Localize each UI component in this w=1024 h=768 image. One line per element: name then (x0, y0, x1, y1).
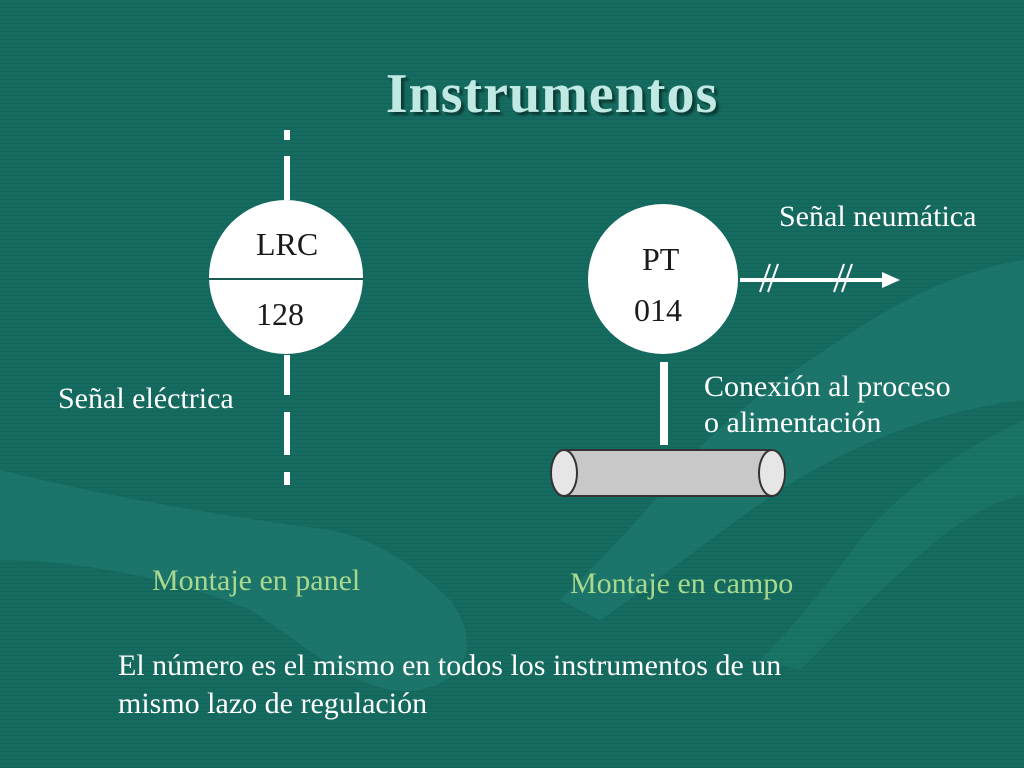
process-pipe (550, 449, 786, 497)
loop-number-note-line2: mismo lazo de regulación (118, 687, 428, 721)
pneumatic-signal-label: Señal neumática (779, 200, 977, 233)
field-mount-caption: Montaje en campo (570, 567, 794, 600)
field-instrument-bubble (588, 204, 738, 354)
panel-instrument-tag: LRC (256, 226, 319, 262)
process-connection-label-line1: Conexión al proceso (704, 370, 951, 403)
process-connection-label: Conexión al proceso o alimentación (704, 369, 951, 441)
loop-number-note-line1: El número es el mismo en todos los instr… (118, 649, 782, 682)
field-instrument-tag: PT (642, 241, 680, 277)
process-connection-label-line2: o alimentación (704, 406, 882, 439)
panel-instrument-number: 128 (256, 296, 304, 332)
field-instrument-number: 014 (634, 292, 682, 328)
slide-title: Instrumentos (385, 63, 719, 125)
loop-number-note: El número es el mismo en todos los instr… (118, 647, 978, 723)
pneumatic-signal-arrow (740, 263, 900, 293)
electric-signal-label: Señal eléctrica (58, 382, 234, 415)
panel-mount-caption: Montaje en panel (152, 564, 361, 597)
panel-instrument-bubble (209, 200, 363, 354)
